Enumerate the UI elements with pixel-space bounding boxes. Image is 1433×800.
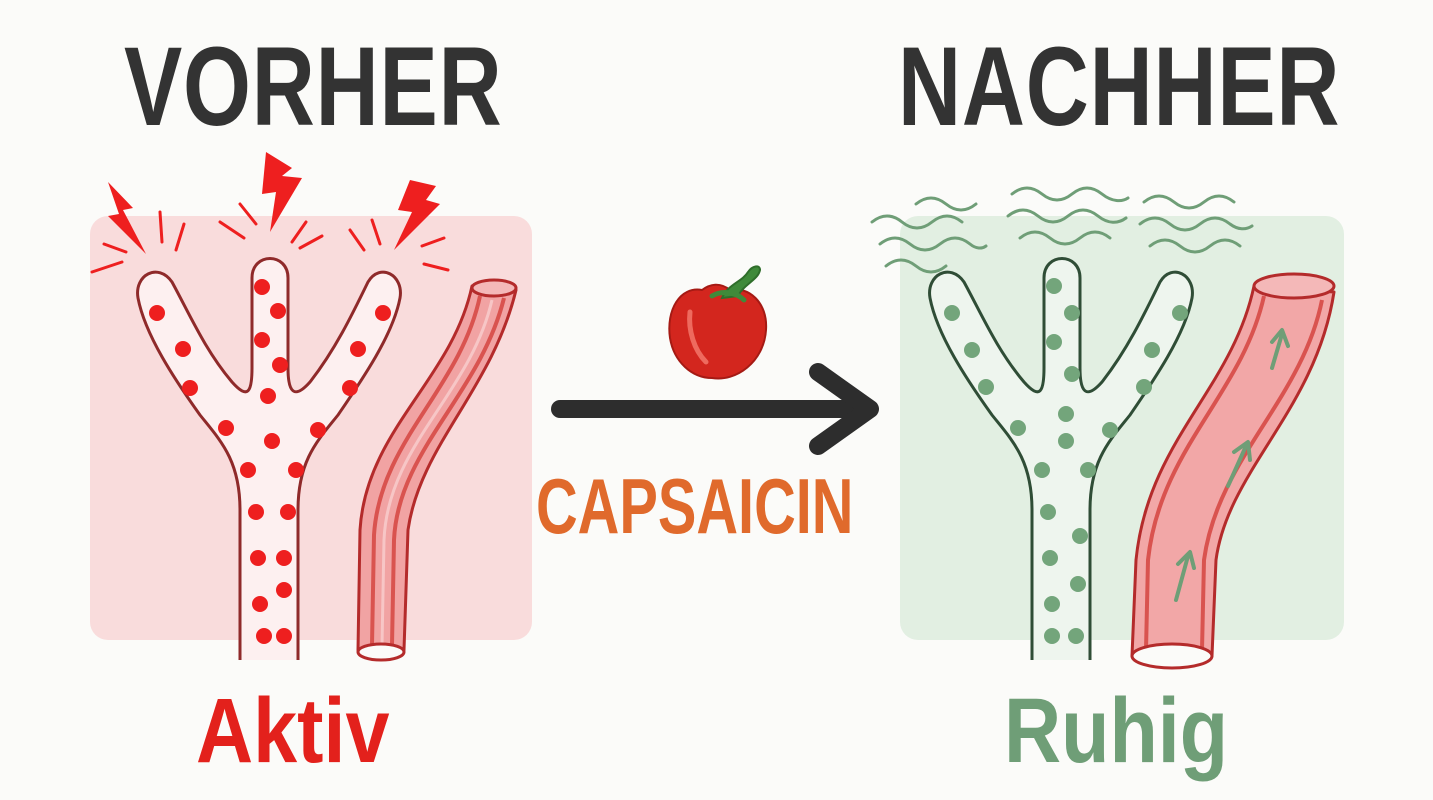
blood-flow-arrow-icon <box>1174 328 1290 602</box>
active-nerve-signal-dots <box>149 279 391 644</box>
calm-wave-icon <box>1138 194 1254 254</box>
right-arrow-icon <box>551 363 879 455</box>
active-nerve-shape <box>136 257 402 660</box>
before-state-label: Aktiv <box>196 680 390 782</box>
agent-label: CAPSAICIN <box>536 462 854 550</box>
after-state-label: Ruhig <box>1004 680 1229 782</box>
red-pepper-icon <box>668 265 768 380</box>
lightning-bolt-icon <box>90 182 186 274</box>
lightning-bolt-icon <box>218 152 324 250</box>
calm-nerve-shape <box>928 257 1194 660</box>
calm-wave-icon <box>870 196 988 274</box>
calm-nerve-signal-dots <box>944 278 1188 644</box>
before-heading: VORHER <box>124 24 503 149</box>
lightning-bolt-icon <box>348 180 450 272</box>
calm-wave-icon <box>1006 186 1130 246</box>
after-heading: NACHHER <box>898 24 1341 149</box>
constricted-blood-vessel <box>356 278 518 662</box>
